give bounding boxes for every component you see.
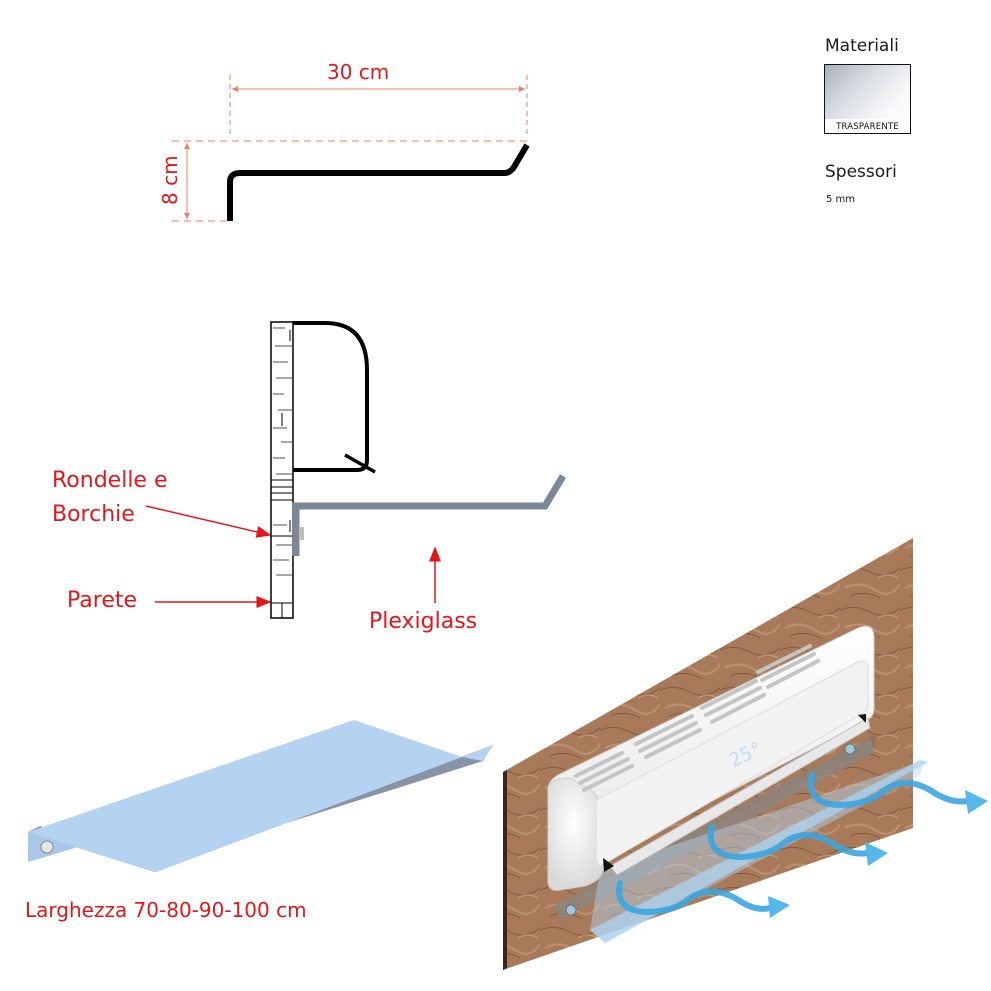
installation-3d [503, 538, 928, 970]
callout-wall: Parete [67, 588, 138, 613]
material-swatch-gradient [825, 65, 910, 119]
thickness-title: Spessori [825, 162, 897, 182]
washer-stud [299, 527, 304, 540]
washers-arrow [145, 505, 272, 538]
plexiglass-section [292, 474, 567, 556]
thickness-value: 5 mm [826, 194, 856, 205]
ac-unit-section [293, 321, 369, 472]
ac-louver [609, 717, 871, 876]
width-dimension-label: 30 cm [327, 60, 390, 84]
wall-section [270, 321, 294, 619]
material-swatch-label: TRASPARENTE [836, 122, 899, 132]
ac-louver-section [344, 453, 376, 474]
callout-plexiglass: Plexiglass [369, 609, 478, 634]
height-dimension-label: 8 cm [158, 155, 182, 205]
airflow-arrowheads [768, 790, 988, 918]
callout-washers-line2: Borchie [52, 502, 135, 527]
materials-title: Materiali [825, 36, 899, 56]
plexiglass-product-3d [28, 720, 493, 872]
airflow-arrows [616, 772, 971, 916]
material-swatch-transparent: TRASPARENTE [824, 64, 911, 134]
ac-front-panel [595, 660, 869, 866]
width-options-label: Larghezza 70-80-90-100 cm [25, 898, 307, 922]
profile-outline [227, 143, 530, 221]
profile-dimension-lines [172, 75, 528, 222]
callout-washers-line1: Rondelle e [52, 468, 168, 493]
